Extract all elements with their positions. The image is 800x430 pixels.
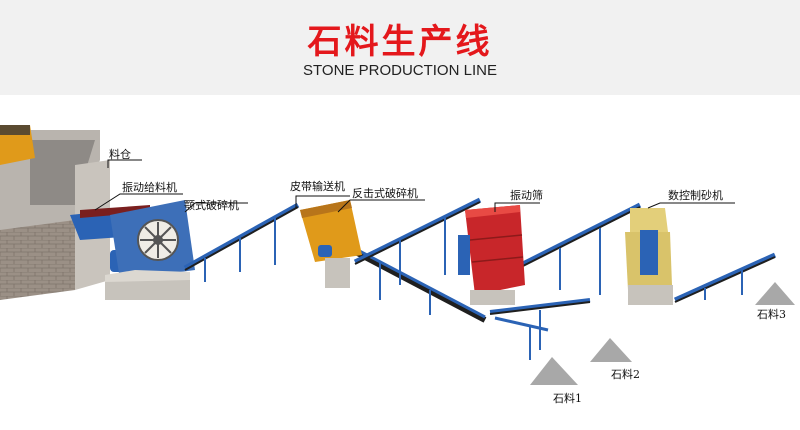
label-vibrating-screen: 振动筛: [510, 188, 543, 202]
label-stone-1: 石料1: [553, 391, 582, 405]
header-band: 石料生产线 STONE PRODUCTION LINE: [0, 0, 800, 95]
vibrating-screen: [458, 205, 525, 305]
sand-maker: [625, 208, 673, 305]
label-sand-maker: 数控制砂机: [668, 188, 723, 202]
label-vibrating-feeder: 振动给料机: [122, 180, 177, 194]
silo: [0, 125, 110, 300]
production-line-diagram: 料仓 振动给料机 颚式破碎机 皮带输送机 反击式破碎机 振动筛 数控制砂机 石料…: [0, 125, 795, 405]
stone-pile-3: [755, 282, 795, 305]
impact-crusher: [300, 200, 362, 288]
stone-pile-2: [590, 338, 632, 362]
label-stone-2: 石料2: [611, 367, 640, 381]
page-title: 石料生产线: [307, 22, 493, 62]
label-stone-3: 石料3: [757, 307, 786, 321]
label-belt-conveyor: 皮带输送机: [290, 179, 345, 193]
page-subtitle: STONE PRODUCTION LINE: [303, 62, 497, 79]
stone-pile-1: [530, 357, 578, 385]
label-impact-crusher: 反击式破碎机: [352, 186, 418, 200]
leader-lines: [94, 159, 735, 213]
jaw-crusher: [105, 200, 195, 300]
label-silo: 料仓: [109, 147, 131, 161]
label-jaw-crusher: 颚式破碎机: [184, 198, 239, 212]
